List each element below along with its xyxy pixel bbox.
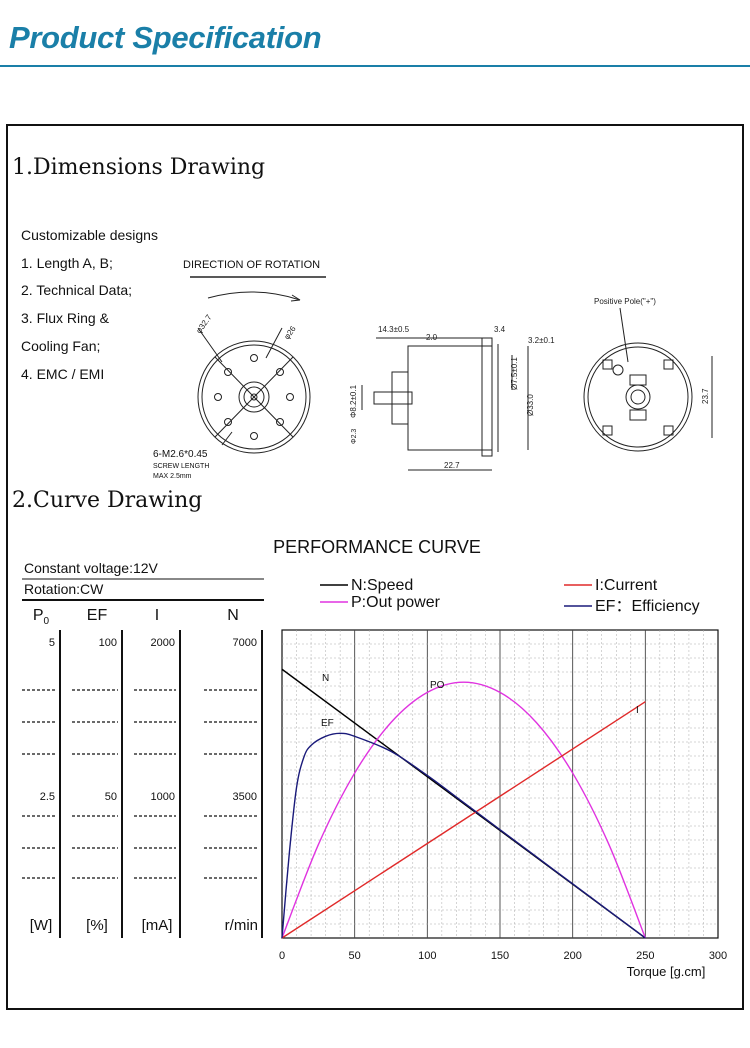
curve-title: 2.Curve Drawing [12, 488, 203, 513]
feature-item: Cooling Fan; [21, 338, 101, 354]
x-tick-label: 200 [563, 950, 581, 962]
x-axis-label: Torque [g.cm] [627, 964, 706, 979]
axis-tick-label: 7000 [233, 637, 257, 649]
axis-tick-label: 2000 [151, 637, 175, 649]
axis-tick-label: 50 [105, 791, 117, 803]
feature-item: 2. Technical Data; [21, 282, 133, 298]
x-tick-label: 250 [636, 950, 654, 962]
legend-entry: EF：Efficiency [595, 598, 700, 615]
page-title: Product Specification [9, 20, 322, 55]
dim-label: 2.0 [426, 333, 438, 342]
dimensions-title: 1.Dimensions Drawing [12, 155, 266, 180]
axis-column-header: EF [87, 607, 108, 624]
axis-tick-label: 1000 [151, 791, 175, 803]
screw-label: 6-M2.6*0.45 [153, 449, 208, 460]
pole-label: Positive Pole("+") [594, 297, 656, 306]
x-tick-label: 150 [491, 950, 509, 962]
legend-entry: I:Current [595, 577, 658, 594]
series-label: N [322, 673, 329, 684]
spec-frame [6, 124, 744, 1010]
legend-entry: N:Speed [351, 577, 413, 594]
dim-label: Ø7.5±0.1 [510, 357, 519, 390]
x-tick-label: 50 [349, 950, 361, 962]
chart-title: PERFORMANCE CURVE [273, 537, 481, 557]
dim-label: Φ8.2±0.1 [349, 384, 358, 418]
axis-tick-label: 100 [99, 637, 117, 649]
axis-unit-label: [%] [86, 917, 108, 934]
series-label: PO [430, 680, 445, 691]
condition-voltage: Constant voltage:12V [24, 560, 159, 576]
legend-entry: P:Out power [351, 594, 441, 611]
feature-item: 1. Length A, B; [21, 255, 113, 271]
series-label: EF [321, 718, 334, 729]
axis-column-subscript: 0 [44, 616, 50, 627]
axis-column-header: P0 [33, 607, 50, 627]
screw-label: SCREW LENGTH [153, 463, 209, 470]
axis-unit-label: r/min [225, 917, 258, 934]
dim-label: Ø33.0 [526, 394, 535, 416]
condition-rotation: Rotation:CW [24, 581, 104, 597]
x-tick-label: 0 [279, 950, 285, 962]
dim-label: 14.3±0.5 [378, 325, 410, 334]
axis-tick-label: 2.5 [40, 791, 55, 803]
axis-tick-label: 5 [49, 637, 55, 649]
dim-label: Φ2.3 [351, 429, 358, 444]
axis-tick-label: 3500 [233, 791, 257, 803]
dim-label: 22.7 [444, 461, 460, 470]
dim-label: 23.7 [701, 388, 710, 404]
x-tick-label: 300 [709, 950, 727, 962]
axis-unit-label: [mA] [142, 917, 173, 934]
series-line [281, 681, 646, 939]
x-tick-label: 100 [418, 950, 436, 962]
dimensions-drawing: DIRECTION OF ROTATION φ32.7 φ26 6-M2.6*0… [153, 259, 713, 480]
dim-label: 3.2±0.1 [528, 336, 555, 345]
feature-item: 3. Flux Ring & [21, 310, 109, 326]
header-underline [0, 65, 750, 67]
series-line [281, 701, 646, 939]
screw-label: MAX 2.5mm [153, 473, 192, 480]
page-header: Product Specification [0, 0, 750, 68]
series-label: I [636, 705, 639, 716]
axis-column-header: I [155, 607, 159, 624]
feature-item: 4. EMC / EMI [21, 366, 105, 382]
series-line [281, 732, 646, 939]
axis-column-header: N [227, 607, 239, 624]
axis-unit-label: [W] [30, 917, 53, 934]
rotation-label: DIRECTION OF ROTATION [183, 259, 320, 271]
feature-item: Customizable designs [21, 227, 158, 243]
dim-label: 3.4 [494, 325, 506, 334]
